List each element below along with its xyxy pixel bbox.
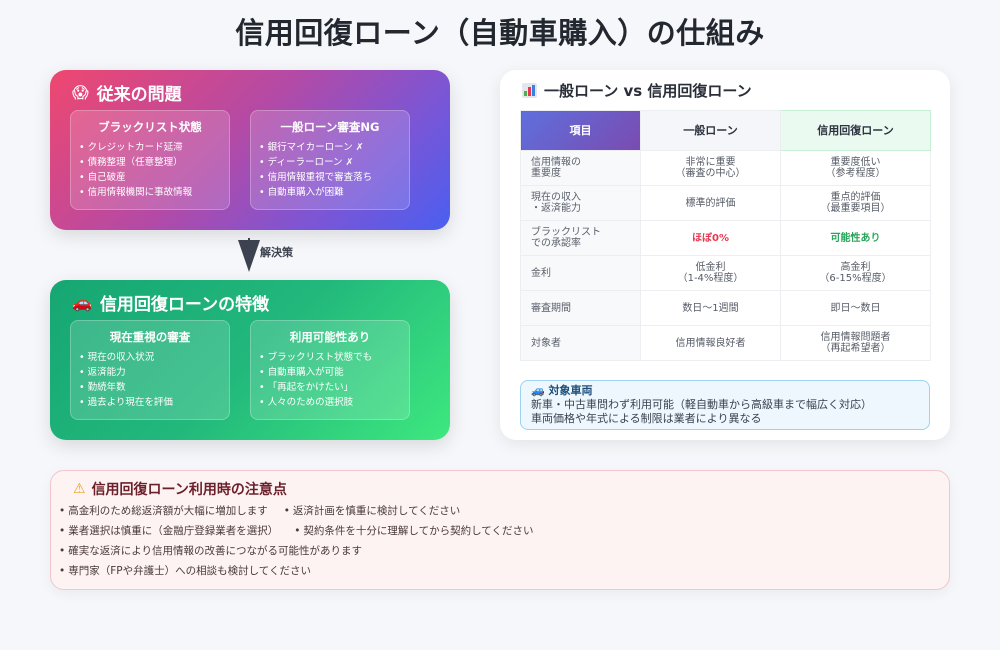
row-label: ブラックリスト での承認率 [520,220,641,256]
caution-title-text: 信用回復ローン利用時の注意点 [91,482,287,498]
list-item: 勤続年数 [79,380,221,395]
recovery-loan-cell: 重点的評価 （最重要項目） [780,185,931,221]
caution-line: 業者選択は慎重に（金融庁登録業者を選択） 契約条件を十分に理解してから契約してくだ… [59,521,929,541]
solution-card: 🚗 信用回復ローンの特徴 現在重視の審査 現在の収入状況 返済能力 勤続年数 過… [50,280,450,440]
recovery-loan-cell: 即日〜数日 [780,290,931,326]
recovery-loan-cell: 信用情報問題者 （再起希望者） [780,325,931,361]
list-item: 自動車購入が困難 [259,185,401,200]
table-row: 対象者信用情報良好者信用情報問題者 （再起希望者） [520,325,931,361]
row-label: 金利 [520,255,641,291]
problem-title-text: 従来の問題 [96,85,182,105]
caution-item: 専門家（FPや弁護士）への相談も検討してください [59,565,311,577]
caution-line: 専門家（FPや弁護士）への相談も検討してください [59,561,929,581]
availability-box: 利用可能性あり ブラックリスト状態でも 自動車購入が可能 「再起をかけたい」 人… [250,320,410,420]
recovery-loan-cell: 可能性あり [780,220,931,256]
list-item: 過去より現在を評価 [79,395,221,410]
warning-icon: ⚠ [73,481,86,497]
availability-title: 利用可能性あり [289,330,371,344]
car-icon: 🚙 [531,384,545,397]
recovery-loan-cell: 高金利 （6-15%程度） [780,255,931,291]
solution-title-text: 信用回復ローンの特徴 [99,295,270,315]
list-item: 債務整理（任意整理） [79,155,221,170]
list-item: 銀行マイカーローン ✗ [259,140,401,155]
caution-line: 確実な返済により信用情報の改善につながる可能性があります [59,541,929,561]
list-item: 人々のための選択肢 [259,395,401,410]
comparison-title-text: 一般ローン vs 信用回復ローン [544,82,752,100]
target-vehicle-title-text: 対象車両 [548,384,593,397]
caution-item: 高金利のため総返済額が大幅に増加します [59,505,268,517]
header-item: 項目 [520,110,641,151]
current-focus-box: 現在重視の審査 現在の収入状況 返済能力 勤続年数 過去より現在を評価 [70,320,230,420]
caution-title: ⚠ 信用回復ローン利用時の注意点 [73,479,929,499]
general-loan-cell: 数日〜1週間 [640,290,781,326]
general-loan-cell: 標準的評価 [640,185,781,221]
list-item: 信用情報機関に事故情報 [79,185,221,200]
blacklist-title: ブラックリスト状態 [98,120,202,134]
general-loan-cell: 低金利 （1-4%程度） [640,255,781,291]
general-loan-cell: ほぼ0% [640,220,781,256]
general-loan-ng-box: 一般ローン審査NG 銀行マイカーローン ✗ ディーラーローン ✗ 信用情報重視で… [250,110,410,210]
list-item: 自己破産 [79,170,221,185]
general-loan-ng-title: 一般ローン審査NG [280,120,380,134]
comparison-table: 項目 一般ローン 信用回復ローン 信用情報の 重要度非常に重要 （審査の中心）重… [520,110,931,361]
list-item: 現在の収入状況 [79,350,221,365]
caution-line: 高金利のため総返済額が大幅に増加します 返済計画を慎重に検討してください [59,501,929,521]
caution-item: 業者選択は慎重に（金融庁登録業者を選択） [59,525,278,537]
problem-card-title: 😱 従来の問題 [72,80,182,105]
list-item: 「再起をかけたい」 [259,380,401,395]
bar-chart-icon [522,83,537,98]
comparison-title: 一般ローン vs 信用回復ローン [522,80,752,101]
list-item: ブラックリスト状態でも [259,350,401,365]
vehicle-line: 新車・中古車問わず利用可能（軽自動車から高級車まで幅広く対応） [531,398,872,411]
row-label: 審査期間 [520,290,641,326]
row-label: 現在の収入 ・返済能力 [520,185,641,221]
general-loan-cell: 非常に重要 （審査の中心） [640,150,781,186]
table-row: 信用情報の 重要度非常に重要 （審査の中心）重要度低い （参考程度） [520,150,931,186]
list-item: 自動車購入が可能 [259,365,401,380]
comparison-panel: 一般ローン vs 信用回復ローン 項目 一般ローン 信用回復ローン 信用情報の … [500,70,950,440]
scared-face-icon: 😱 [72,82,89,102]
header-general-loan: 一般ローン [640,110,781,151]
caution-list: 高金利のため総返済額が大幅に増加します返済計画を慎重に検討してください業者選択は… [59,501,929,581]
blacklist-box: ブラックリスト状態 クレジットカード延滞 債務整理（任意整理） 自己破産 信用情… [70,110,230,210]
solution-card-title: 🚗 信用回復ローンの特徴 [72,290,269,315]
caution-item: 返済計画を慎重に検討してください [284,505,461,517]
page-title: 信用回復ローン（自動車購入）の仕組み [235,16,765,50]
table-row: 金利低金利 （1-4%程度）高金利 （6-15%程度） [520,255,931,291]
arrow-label: 解決策 [260,246,293,259]
problem-card: 😱 従来の問題 ブラックリスト状態 クレジットカード延滞 債務整理（任意整理） … [50,70,450,230]
general-loan-cell: 信用情報良好者 [640,325,781,361]
target-vehicle-title: 🚙 対象車両 [531,384,919,398]
caution-panel: ⚠ 信用回復ローン利用時の注意点 高金利のため総返済額が大幅に増加します 返済計画… [50,470,950,590]
target-vehicle-box: 🚙 対象車両 新車・中古車問わず利用可能（軽自動車から高級車まで幅広く対応） 車… [520,380,930,430]
car-icon: 🚗 [72,292,92,312]
list-item: 返済能力 [79,365,221,380]
table-header-row: 項目 一般ローン 信用回復ローン [520,110,931,151]
vehicle-line: 車両価格や年式による制限は業者により異なる [531,412,762,425]
list-item: ディーラーローン ✗ [259,155,401,170]
row-label: 対象者 [520,325,641,361]
table-row: ブラックリスト での承認率ほぼ0%可能性あり [520,220,931,256]
recovery-loan-cell: 重要度低い （参考程度） [780,150,931,186]
down-arrow-icon [238,240,260,272]
header-recovery-loan: 信用回復ローン [780,110,931,151]
list-item: クレジットカード延滞 [79,140,221,155]
row-label: 信用情報の 重要度 [520,150,641,186]
caution-item: 契約条件を十分に理解してから契約してください [294,525,533,537]
table-row: 審査期間数日〜1週間即日〜数日 [520,290,931,326]
caution-item: 確実な返済により信用情報の改善につながる可能性があります [59,545,362,557]
list-item: 信用情報重視で審査落ち [259,170,401,185]
table-row: 現在の収入 ・返済能力標準的評価重点的評価 （最重要項目） [520,185,931,221]
current-focus-title: 現在重視の審査 [109,330,191,344]
